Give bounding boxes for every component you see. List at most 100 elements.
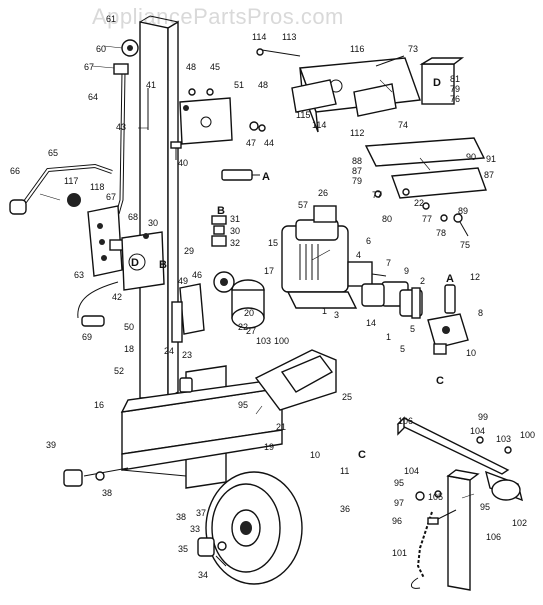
hose-fitting-A-left: [221, 169, 260, 181]
part-50: 50: [124, 322, 134, 332]
knob-117: [67, 193, 81, 207]
washer-97: [415, 491, 425, 501]
part-76: 76: [450, 94, 460, 104]
hub-35: [197, 537, 215, 557]
part-1: 1: [322, 306, 327, 316]
part-12: 12: [470, 272, 480, 282]
callout-B-left: B: [159, 259, 167, 271]
washer-38: [95, 471, 105, 481]
part-35: 35: [178, 544, 188, 554]
part-10: 10: [466, 348, 476, 358]
part-69: 69: [82, 332, 92, 342]
beam-plate-D: [121, 231, 165, 291]
part-19: 19: [264, 442, 274, 452]
part-99: 99: [478, 412, 488, 422]
part-100: 100: [274, 336, 289, 346]
part-79: 79: [450, 84, 460, 94]
axle-39: [63, 467, 129, 487]
part-95b: 95: [394, 478, 404, 488]
part-101: 101: [392, 548, 407, 558]
strap-73: [375, 55, 405, 67]
nut-105: [434, 490, 442, 498]
spacer-80: [402, 188, 410, 196]
part-33: 33: [190, 524, 200, 534]
part-60: 60: [96, 44, 106, 54]
callout-D-right: D: [433, 77, 441, 89]
part-66: 66: [10, 166, 20, 176]
callout-C-right: C: [436, 375, 444, 387]
part-20: 20: [244, 308, 254, 318]
part-5b: 5: [400, 344, 405, 354]
part-118: 118: [90, 182, 104, 192]
part-2: 2: [420, 276, 425, 286]
part-80: 80: [382, 214, 392, 224]
washer-33: [217, 541, 227, 551]
part-32: 32: [230, 238, 240, 248]
part-23: 23: [182, 350, 192, 360]
part-113: 113: [282, 32, 296, 42]
part-45: 45: [210, 62, 220, 72]
part-57: 57: [298, 200, 308, 210]
part-97: 97: [394, 498, 404, 508]
part-104b: 104: [404, 466, 419, 476]
watermark-text: AppliancePartsPros.com: [92, 4, 344, 29]
part-numbers: 61 60 67 64 65 66 117 118 63 68 67 30 42…: [10, 14, 535, 580]
bolt-113: [261, 49, 301, 57]
part-4: 4: [356, 250, 361, 260]
nut-114: [256, 48, 264, 56]
top-pulley-61: [121, 39, 139, 57]
part-100b: 100: [520, 430, 535, 440]
fitting-66: [9, 199, 27, 215]
part-102: 102: [512, 518, 527, 528]
part-22b: 22: [238, 322, 248, 332]
part-116: 116: [350, 44, 364, 54]
callout-B-top: B: [217, 205, 225, 217]
part-5: 5: [410, 324, 415, 334]
part-73: 73: [408, 44, 418, 54]
shield-91: [391, 167, 487, 199]
part-75: 75: [460, 240, 470, 250]
part-88: 88: [352, 156, 362, 166]
part-77: 77: [372, 190, 382, 200]
part-95c: 95: [480, 502, 490, 512]
flange-29: [213, 271, 235, 293]
part-117: 117: [64, 176, 78, 186]
bolt-75: [453, 213, 469, 237]
part-78: 78: [436, 228, 446, 238]
engine-57: [281, 205, 387, 309]
part-89: 89: [458, 206, 468, 216]
part-39: 39: [46, 440, 56, 450]
part-114b: 114: [312, 120, 326, 130]
part-25: 25: [342, 392, 352, 402]
part-38: 38: [102, 488, 112, 498]
post-106: [446, 469, 480, 591]
part-18: 18: [124, 344, 134, 354]
part-65: 65: [48, 148, 58, 158]
part-52: 52: [114, 366, 124, 376]
bracket-51: [179, 97, 233, 145]
part-47: 47: [246, 138, 256, 148]
part-112: 112: [350, 128, 364, 138]
control-rod-64: [113, 63, 129, 215]
part-21: 21: [276, 422, 286, 432]
part-24: 24: [164, 346, 174, 356]
part-48: 48: [186, 62, 196, 72]
part-42: 42: [112, 292, 122, 302]
part-1b: 1: [386, 332, 391, 342]
part-8: 8: [478, 308, 483, 318]
part-103: 103: [256, 336, 271, 346]
part-90: 90: [466, 152, 476, 162]
part-38b: 38: [176, 512, 186, 522]
part-95: 95: [238, 400, 248, 410]
part-64: 64: [88, 92, 98, 102]
part-36: 36: [340, 504, 350, 514]
part-87: 87: [352, 166, 362, 176]
tank-bracket-D: [419, 57, 465, 105]
valve-8: [427, 313, 469, 355]
part-14: 14: [366, 318, 376, 328]
part-11: 11: [340, 466, 349, 476]
washer-47: [249, 121, 259, 131]
part-67b: 67: [106, 192, 116, 202]
part-96: 96: [392, 516, 402, 526]
